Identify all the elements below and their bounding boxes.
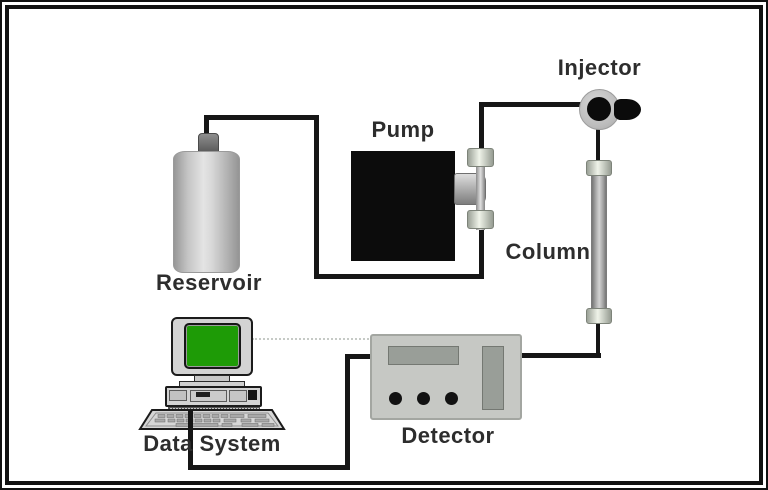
drive-slot-right: [229, 390, 247, 402]
tubing-reservoir-top-segment: [204, 115, 319, 120]
pump-fitting-tube: [476, 152, 485, 230]
pump-label: Pump: [371, 117, 435, 142]
signal-cable-dotted: [252, 338, 372, 340]
detector-display: [388, 346, 459, 365]
injector-valve-core: [587, 97, 611, 121]
detector-knob-2: [417, 392, 430, 405]
pump-outlet-nut: [467, 148, 494, 167]
detector-knob-1: [389, 392, 402, 405]
cable-down-segment: [345, 354, 350, 470]
detector-label: Detector: [401, 423, 495, 448]
detector-knob-3: [445, 392, 458, 405]
tubing-column-to-detector-segment: [517, 353, 601, 358]
detector-side-panel: [482, 346, 504, 410]
pump-inlet-nut: [467, 210, 494, 229]
tubing-reservoir-down-segment: [314, 115, 319, 279]
cable-bottom-segment: [188, 465, 350, 470]
drive-slot-left: [169, 390, 187, 401]
tubing-column-outlet-segment: [596, 320, 600, 358]
tubing-pump-outlet-riser-segment: [479, 102, 484, 154]
keyboard: [138, 409, 286, 431]
monitor-screen: [184, 323, 241, 369]
reservoir-bottle: [173, 151, 240, 273]
tubing-pump-to-injector-segment: [479, 102, 585, 107]
data-system-label: Data System: [143, 431, 281, 456]
column-label: Column: [505, 239, 591, 264]
tubing-to-pump-inlet-segment: [314, 274, 484, 279]
cable-detector-left-segment: [345, 354, 375, 359]
tubing-injector-to-column-segment: [596, 126, 600, 166]
pump-body: [351, 151, 455, 261]
cable-keyboard-segment: [188, 410, 193, 470]
column-bottom-nut: [586, 308, 612, 324]
power-button: [248, 390, 257, 400]
injector-label: Injector: [557, 55, 642, 80]
column-top-nut: [586, 160, 612, 176]
tubing-reservoir-up-segment: [204, 115, 209, 136]
injector-handle: [614, 99, 641, 120]
floppy-slot: [196, 392, 210, 397]
tubing-pump-inlet-riser-segment: [479, 228, 484, 279]
reservoir-cap: [198, 133, 219, 153]
reservoir-label: Reservoir: [155, 270, 262, 295]
